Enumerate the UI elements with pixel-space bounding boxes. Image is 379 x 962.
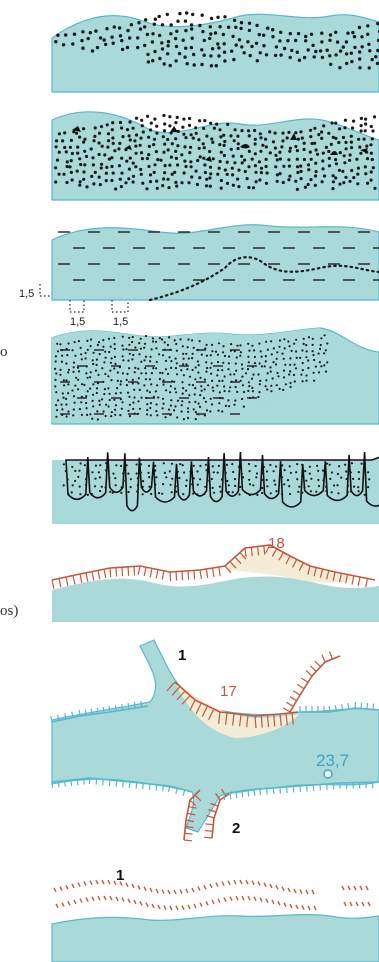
scale-label-left: 1,5: [19, 288, 34, 300]
ice-ridge-marks: [54, 880, 370, 910]
panel-dotted-bank: [52, 11, 379, 92]
label-1: 1: [178, 647, 186, 664]
label-17: 17: [220, 683, 237, 700]
cut-text-a: o: [0, 344, 8, 360]
cut-text-b: os): [0, 603, 18, 619]
scale-label-right: 1,5: [113, 316, 128, 328]
scale-label-mid: 1,5: [70, 316, 85, 328]
panel-sand-clay-bank: [52, 328, 379, 424]
panel-river-junction: 1 17 23,7 2: [51, 640, 379, 841]
panel-rocky-bank: [52, 452, 379, 524]
label-23-7: 23,7: [316, 751, 349, 770]
junction-point: [324, 770, 332, 778]
panel-stony-bank: [52, 112, 379, 200]
ridge-label-1: 1: [116, 867, 124, 884]
panel-ice-ridge: 1: [52, 867, 379, 962]
panel-bluff-bank: 18: [52, 535, 379, 622]
panel-clay-sand-bank: 1,5 1,5 1,5: [19, 225, 379, 328]
label-2: 2: [232, 820, 240, 837]
bluff-height-label: 18: [268, 535, 285, 552]
